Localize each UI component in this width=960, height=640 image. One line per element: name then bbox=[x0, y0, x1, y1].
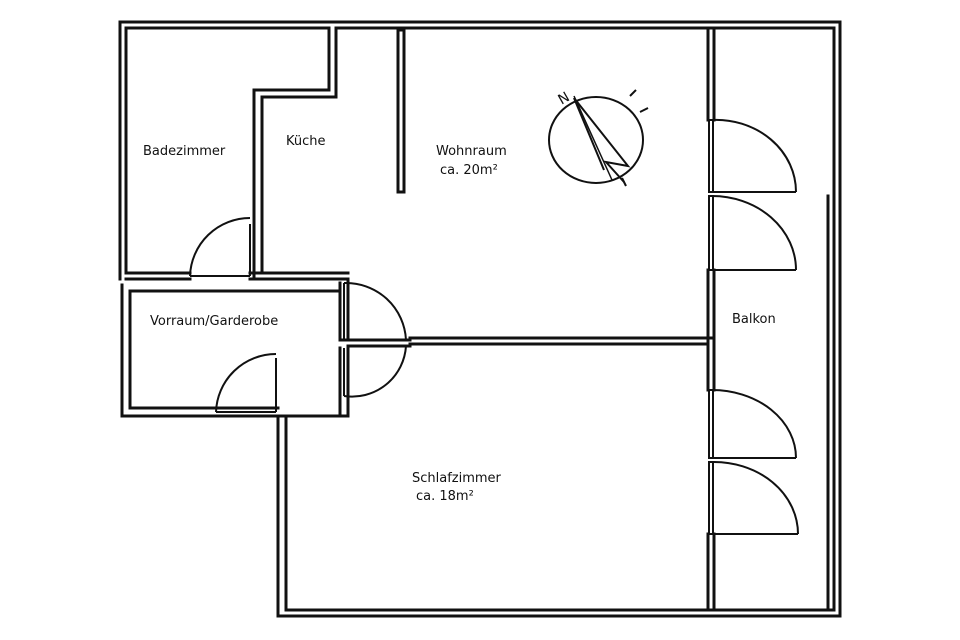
living-bedroom-wall bbox=[408, 336, 716, 346]
room-label-hall: Vorraum/Garderobe bbox=[150, 314, 279, 329]
hall-entry-door bbox=[215, 353, 277, 413]
compass-n-label: N bbox=[555, 89, 572, 108]
room-label-kitchen: Küche bbox=[286, 134, 326, 149]
bathroom-door bbox=[189, 217, 251, 277]
hall-walls bbox=[128, 277, 412, 418]
room-label-bathroom: Badezimmer bbox=[143, 144, 226, 159]
balcony-door-1 bbox=[708, 118, 798, 193]
room-label-living-area: ca. 20m² bbox=[440, 163, 498, 178]
room-label-bedroom: Schlafzimmer bbox=[412, 471, 501, 486]
outer-walls bbox=[118, 20, 842, 618]
compass-icon: N bbox=[548, 89, 649, 187]
room-label-bedroom-area: ca. 18m² bbox=[416, 489, 474, 504]
room-label-living: Wohnraum bbox=[436, 144, 507, 159]
kitchen-partition bbox=[396, 28, 406, 194]
hall-door bbox=[343, 345, 407, 398]
room-label-balcony: Balkon bbox=[732, 312, 776, 327]
balcony-door-2 bbox=[708, 194, 797, 271]
balcony-wall bbox=[706, 26, 830, 612]
living-room-door bbox=[343, 281, 407, 341]
bathroom-walls bbox=[124, 26, 350, 281]
balcony-door-3 bbox=[708, 388, 797, 459]
balcony-door-4 bbox=[708, 460, 799, 535]
